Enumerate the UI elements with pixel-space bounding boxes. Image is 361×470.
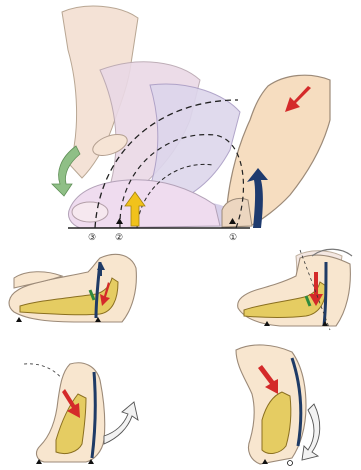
marker-3: ③ [88, 232, 96, 242]
ghost-toes-1 [72, 202, 108, 222]
panel-bottom-left [24, 363, 138, 464]
panel-top-right [238, 249, 352, 330]
marker-2: ② [115, 232, 123, 242]
panel-bl-curved-arrow [104, 402, 138, 444]
panel-tl-pivot-1 [16, 317, 22, 322]
panel-bottom-right [236, 345, 320, 466]
panel-top-left [9, 254, 136, 322]
panel-br-ground-mark [288, 461, 293, 466]
marker-1: ① [229, 232, 237, 242]
main-gait-illustration: ③ ② ① [52, 6, 330, 242]
heel [222, 198, 252, 227]
